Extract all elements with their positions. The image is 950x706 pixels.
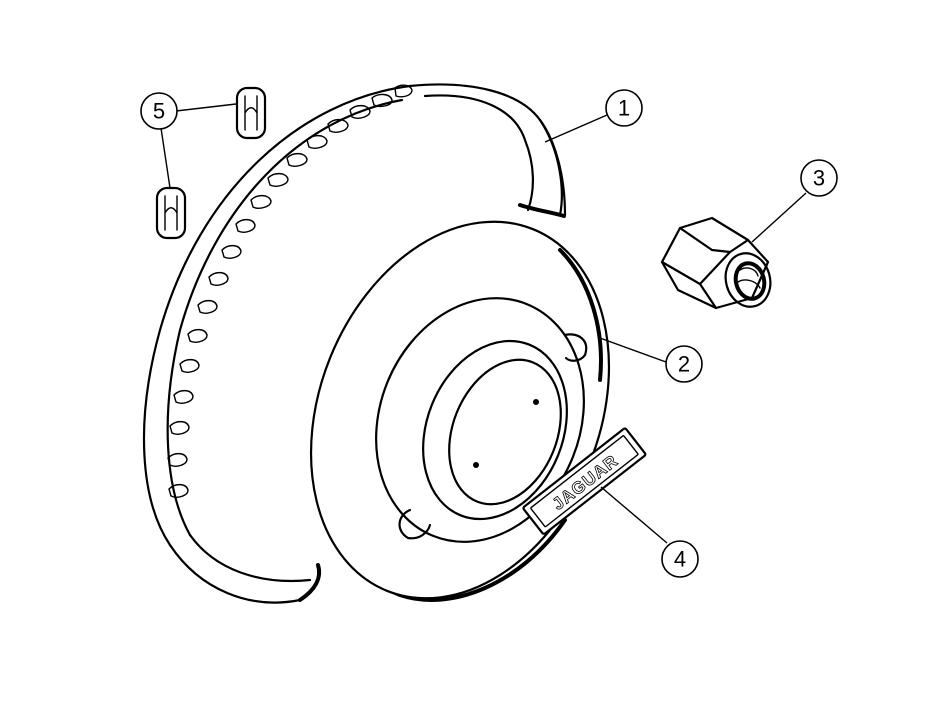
callout-5: 5	[140, 92, 178, 130]
leader-lines	[160, 103, 807, 544]
callout-1-label: 1	[618, 96, 630, 121]
callout-4-label: 4	[674, 547, 686, 572]
retaining-clip-upper	[235, 86, 267, 140]
wheel-nut	[660, 216, 772, 310]
callout-3: 3	[800, 159, 838, 197]
callout-2-label: 2	[678, 352, 690, 377]
callout-3-label: 3	[813, 166, 825, 191]
retaining-clip-lower	[155, 186, 187, 240]
callout-4: 4	[661, 540, 699, 578]
wheel-trim-ring	[142, 83, 567, 604]
ring-beading	[167, 84, 413, 498]
callout-5-label: 5	[153, 99, 165, 124]
callout-1: 1	[605, 89, 643, 127]
callout-2: 2	[665, 345, 703, 383]
